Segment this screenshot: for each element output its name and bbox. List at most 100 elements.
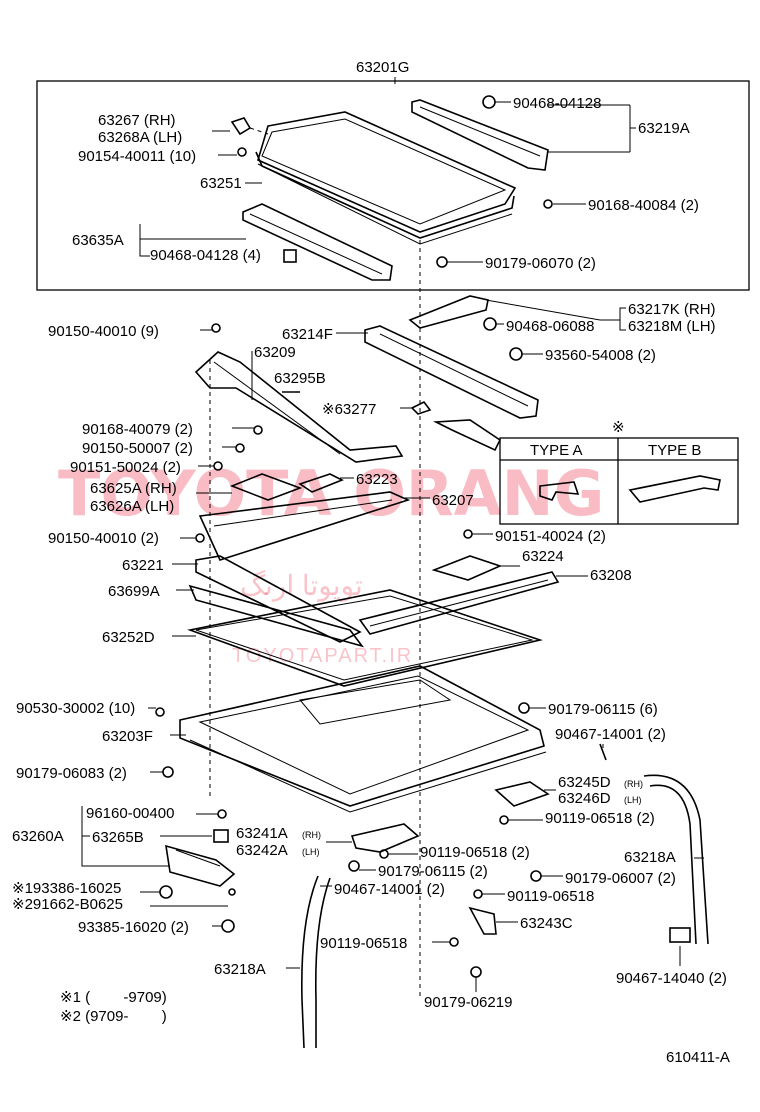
hose-63218A-right-inner	[649, 784, 697, 945]
label-63209: 63209	[254, 344, 296, 361]
screw-90119-518-b	[379, 849, 389, 859]
hose-63218A-left-inner	[314, 877, 331, 1048]
label-63218A-right: 63218A	[624, 849, 676, 866]
seal-63252D	[187, 589, 543, 687]
leader	[548, 104, 636, 153]
screw-90168-79	[253, 425, 263, 435]
label-63245D-side: (RH)	[624, 779, 643, 789]
label-63246D: 63246D	[558, 790, 611, 807]
type-table-marker: ※	[612, 419, 625, 436]
screw-90150-07	[235, 443, 245, 453]
label-63268A: 63268A (LH)	[98, 129, 182, 146]
cable-63209	[194, 351, 404, 463]
clamp-90467-top	[599, 743, 607, 761]
label-63241A-side: (RH)	[302, 830, 321, 840]
label-63265B: 63265B	[92, 829, 144, 846]
label-63243C: 63243C	[520, 915, 573, 932]
label-93385-16020: 93385-16020 (2)	[78, 919, 189, 936]
direction-arrow	[432, 419, 502, 452]
leader	[81, 806, 170, 867]
label-90119-06518-b: 90119-06518 (2)	[420, 844, 530, 861]
label-291662-B0625: ※291662-B0625	[12, 896, 123, 913]
clip-63267	[230, 117, 252, 136]
label-90179-06083: 90179-06083 (2)	[16, 765, 127, 782]
housing-63203F	[179, 665, 547, 813]
label-63246D-side: (LH)	[624, 795, 642, 805]
watermark-persian: تویوتا ارنگ	[240, 569, 363, 602]
label-90179-06219: 90179-06219	[424, 994, 512, 1011]
seal-63277	[410, 400, 432, 415]
bracket-63635A	[242, 203, 393, 281]
label-90468-06088: 90468-06088	[506, 318, 594, 335]
clip-90530	[155, 707, 165, 717]
assembly-box	[36, 80, 750, 291]
label-63277: ※63277	[322, 401, 376, 418]
type-b-label: TYPE B	[648, 442, 701, 459]
washer-96160	[217, 809, 227, 819]
watermark-main: TOYOTA ORANG	[58, 457, 604, 530]
screw-90150-2	[195, 533, 205, 543]
label-90179-06007: 90179-06007 (2)	[565, 870, 676, 887]
nut-90468-4	[283, 249, 297, 263]
nut-90468-top	[482, 95, 496, 109]
screw-90150-9	[211, 323, 221, 333]
bracket-63243C	[468, 906, 497, 935]
nut-90468-06088	[483, 317, 497, 331]
label-93560-54008: 93560-54008 (2)	[545, 347, 656, 364]
label-63218A-left: 63218A	[214, 961, 266, 978]
gear-63265B	[213, 829, 229, 843]
label-63207: 63207	[432, 492, 474, 509]
screw-90168-84	[543, 199, 553, 209]
label-63245D: 63245D	[558, 774, 611, 791]
guide-63217K	[408, 295, 489, 329]
link-63223	[298, 473, 344, 493]
screw-90179-83	[162, 766, 174, 778]
part-193386	[159, 885, 173, 899]
label-90150-40010-9: 90150-40010 (9)	[48, 323, 159, 340]
label-90119-06518-c: 90119-06518	[507, 888, 594, 905]
rail-63221	[195, 555, 362, 643]
clip-93560	[509, 347, 523, 361]
label-193386-16025: ※193386-16025	[12, 880, 121, 897]
screw-90179-70	[436, 256, 448, 268]
screw-90119-518-a	[499, 815, 509, 825]
frame-63214F	[364, 325, 539, 419]
label-63218M: 63218M (LH)	[628, 318, 716, 335]
motor-63260A	[165, 844, 236, 887]
leader	[485, 299, 626, 331]
label-96160-00400: 96160-00400	[86, 805, 174, 822]
label-90151-50024: 90151-50024 (2)	[70, 459, 181, 476]
label-63221: 63221	[122, 557, 164, 574]
screw-90151-24b	[463, 529, 473, 539]
label-63241A: 63241A	[236, 825, 288, 842]
bracket-63245D	[494, 781, 550, 807]
screw-90154	[237, 147, 247, 157]
type-a-label: TYPE A	[530, 442, 583, 459]
label-90467-14040: 90467-14040 (2)	[616, 970, 727, 987]
label-63267: 63267 (RH)	[98, 112, 176, 129]
label-90154-40011: 90154-40011 (10)	[78, 148, 196, 165]
type-b-shape	[628, 475, 721, 503]
label-90179-06115-6: 90179-06115 (6)	[548, 701, 658, 718]
label-63242A: 63242A	[236, 842, 288, 859]
leader	[249, 127, 269, 135]
label-63626A: 63626A (LH)	[90, 498, 174, 515]
label-63295B: 63295B	[274, 370, 326, 387]
screw-90179-115-6	[518, 702, 530, 714]
label-63208: 63208	[590, 567, 632, 584]
figure-code: 610411-A	[666, 1049, 730, 1066]
screw-90179-219	[470, 966, 482, 978]
label-90119-06518-d: 90119-06518	[320, 935, 407, 952]
label-63625A: 63625A (RH)	[90, 480, 177, 497]
screw-90179-115-2	[348, 860, 360, 872]
label-90119-06518-a: 90119-06518 (2)	[545, 810, 655, 827]
label-63223: 63223	[356, 471, 398, 488]
rail-63208	[358, 571, 560, 635]
type-table: ※ TYPE A TYPE B	[499, 419, 739, 525]
leader	[139, 224, 246, 257]
hose-63218A-left	[301, 875, 319, 1049]
type-a-shape	[539, 481, 580, 501]
screw-90119-518-c	[473, 889, 483, 899]
screw-93385	[221, 919, 235, 933]
